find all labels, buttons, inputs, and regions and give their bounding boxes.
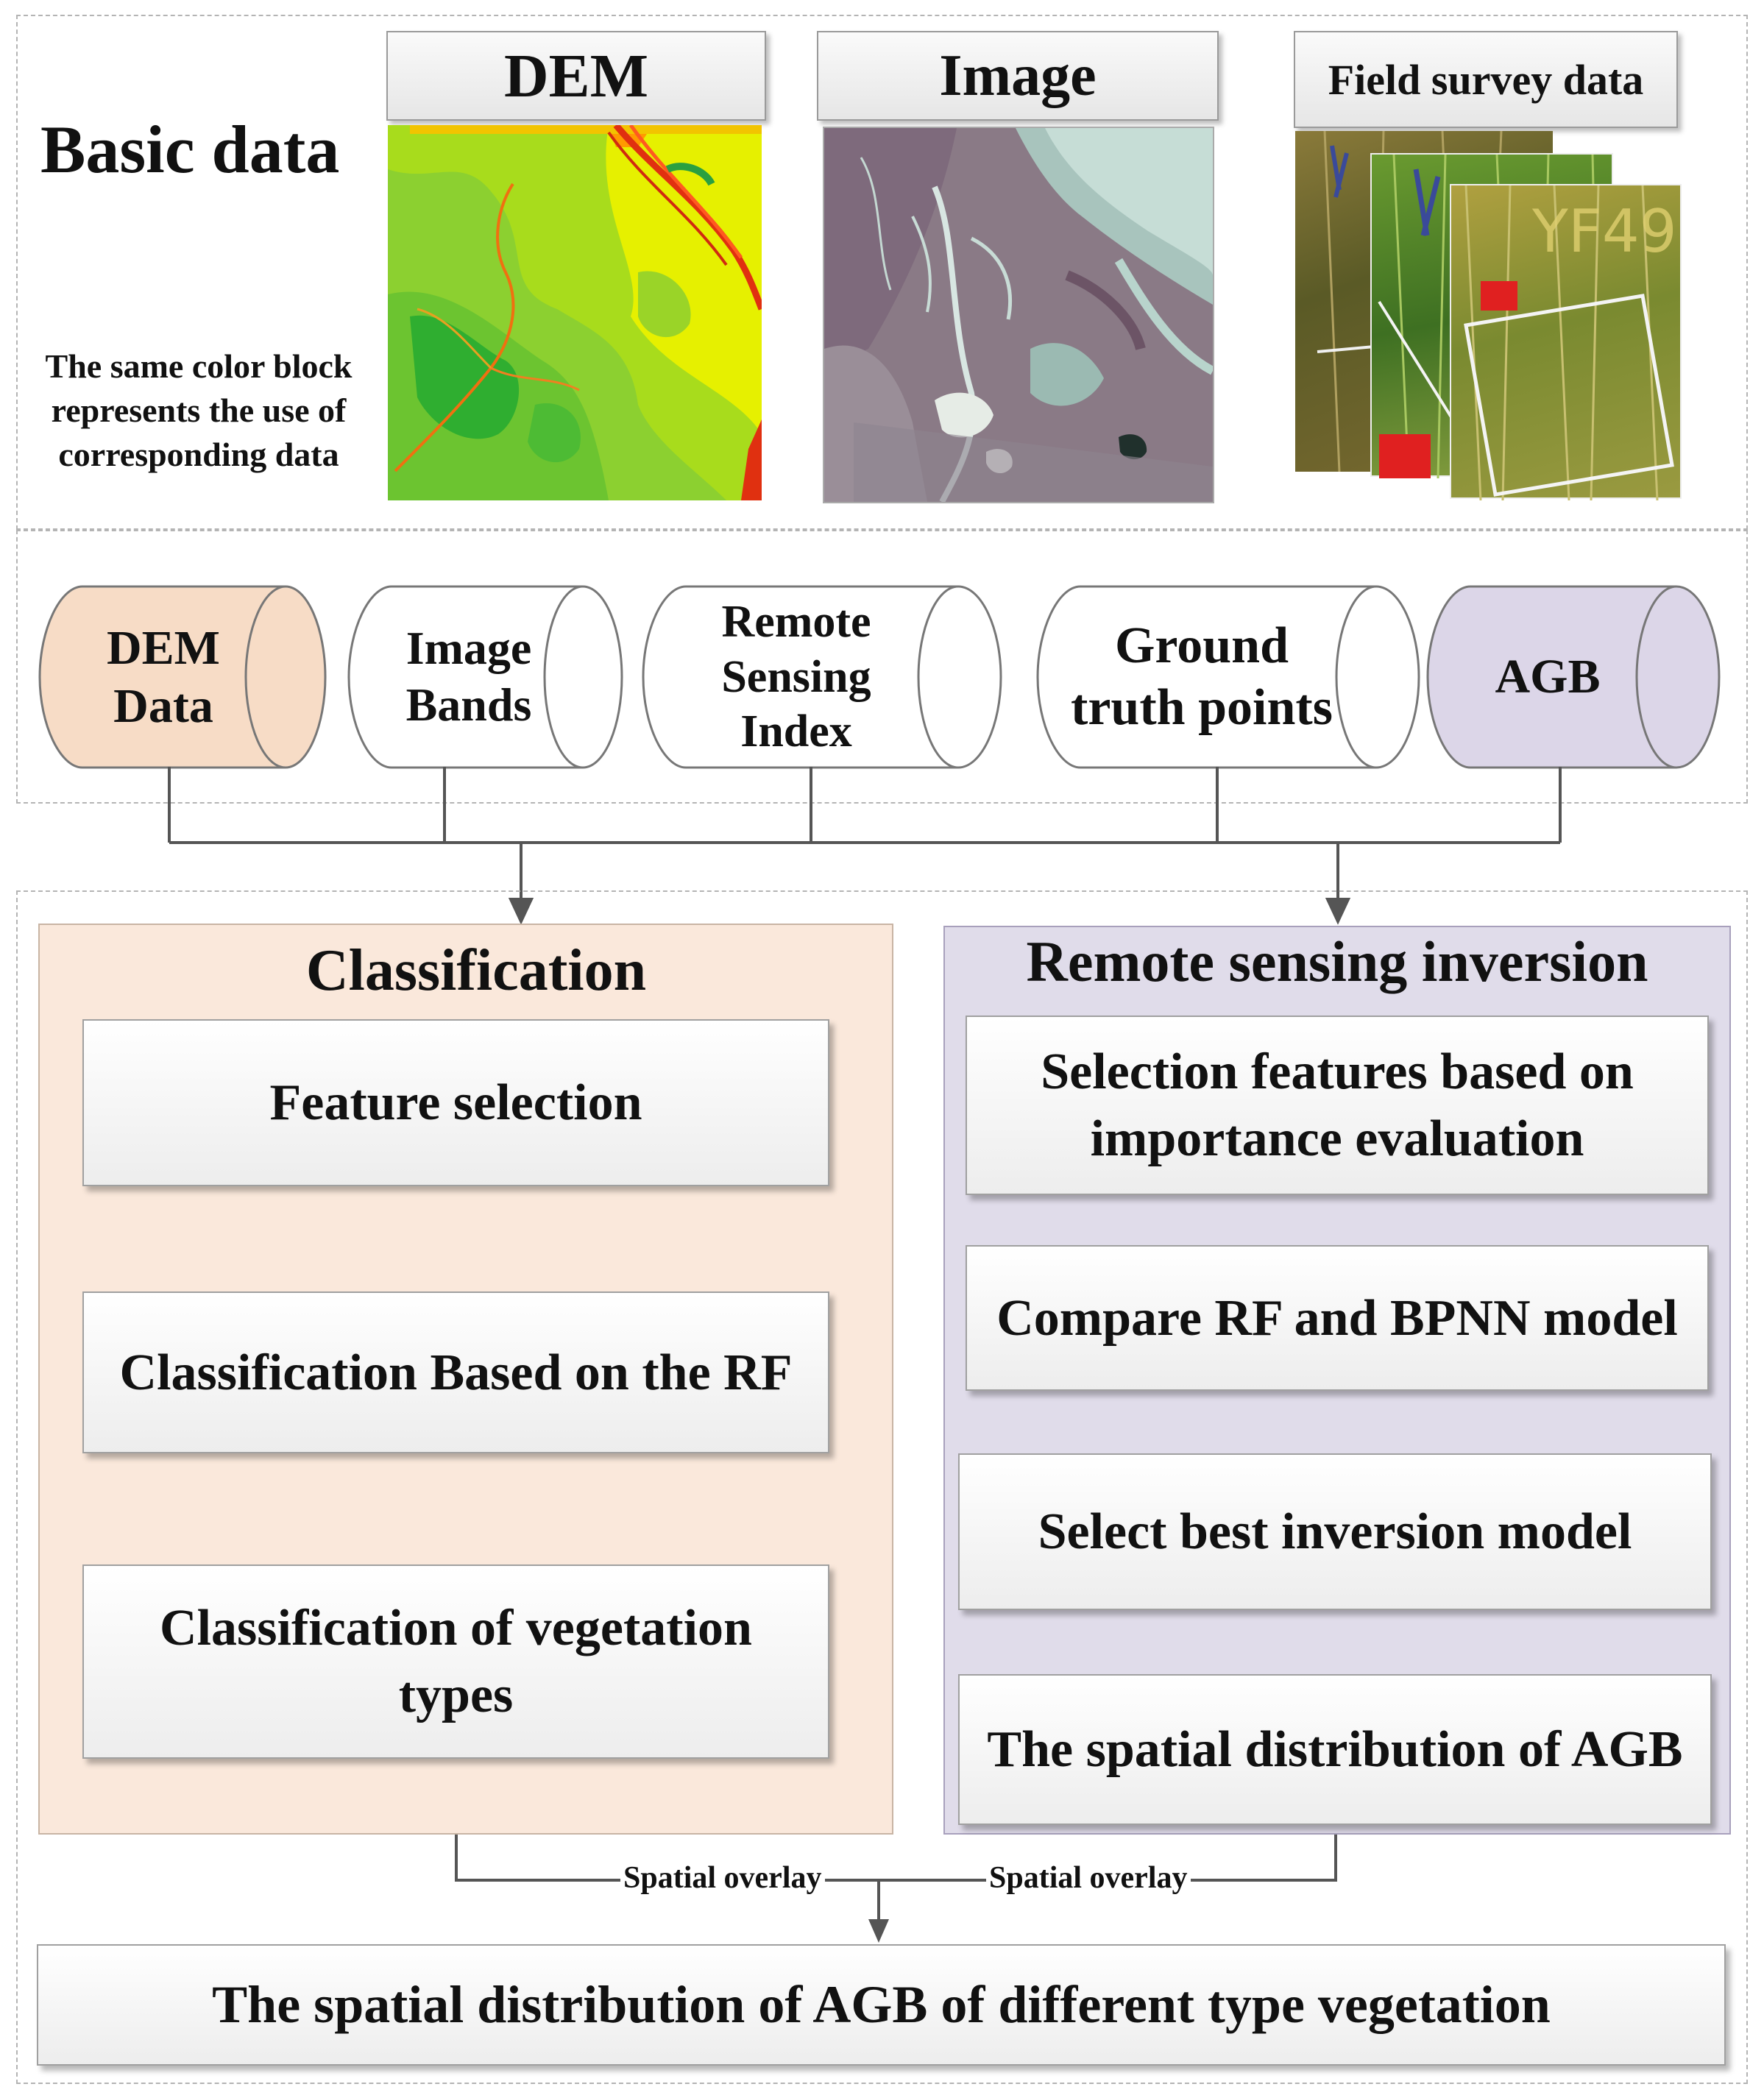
spatial-overlay-label-right: Spatial overlay	[986, 1860, 1191, 1896]
dem-data-cylinder-shape	[38, 585, 327, 769]
feature-selection-box: Feature selection	[82, 1019, 829, 1186]
dem-data-cylinder: DEM Data	[38, 585, 327, 769]
basic-data-section	[16, 15, 1748, 530]
basic-data-note: The same color block represents the use …	[45, 347, 353, 473]
classification-title: Classification	[305, 938, 647, 1003]
compare-models-box: Compare RF and BPNN model	[966, 1245, 1709, 1391]
ground-truth-label: Ground truth points	[1071, 617, 1333, 736]
remote-sensing-index-label: Remote Sensing Index	[721, 597, 871, 757]
remote-sensing-index-cylinder: Remote Sensing Index	[642, 585, 1002, 769]
ground-truth-cylinder: Ground truth points	[1036, 585, 1420, 769]
inversion-title: Remote sensing inversion	[1026, 929, 1648, 993]
satellite-image-graphic	[824, 128, 1215, 503]
image-header: Image	[817, 31, 1219, 121]
processing-section	[16, 890, 1748, 2084]
dem-data-label: DEM Data	[107, 620, 220, 733]
agb-distribution-box: The spatial distribution of AGB	[958, 1674, 1712, 1825]
remote-sensing-index-cylinder-shape	[642, 585, 1002, 769]
field-photo-3: YF49	[1450, 184, 1682, 501]
image-bands-cylinder: Image Bands	[347, 585, 623, 769]
importance-selection-box: Selection features based on importance e…	[966, 1016, 1709, 1195]
dem-header: DEM	[386, 31, 766, 121]
best-model-box: Select best inversion model	[958, 1453, 1712, 1610]
field-photo-3-graphic: YF49	[1464, 185, 1677, 501]
inputs-section	[16, 530, 1748, 804]
classification-rf-box: Classification Based on the RF	[82, 1291, 829, 1453]
satellite-image	[823, 127, 1215, 503]
agb-cylinder: AGB	[1426, 585, 1721, 769]
vegetation-types-box: Classification of vegetation types	[82, 1564, 829, 1759]
agb-label: AGB	[1495, 650, 1601, 704]
dem-map-image	[388, 123, 765, 500]
basic-data-title: Basic data	[40, 112, 340, 187]
spatial-overlay-label-left: Spatial overlay	[620, 1860, 825, 1896]
image-bands-label: Image Bands	[405, 622, 532, 731]
svg-text:YF49: YF49	[1531, 197, 1677, 266]
ground-truth-cylinder-shape	[1036, 585, 1420, 769]
final-result-box: The spatial distribution of AGB of diffe…	[37, 1944, 1726, 2066]
agb-cylinder-shape	[1426, 585, 1721, 769]
dem-map-graphic	[388, 123, 765, 500]
image-bands-cylinder-shape	[347, 585, 623, 769]
field-survey-header: Field survey data	[1294, 31, 1678, 128]
